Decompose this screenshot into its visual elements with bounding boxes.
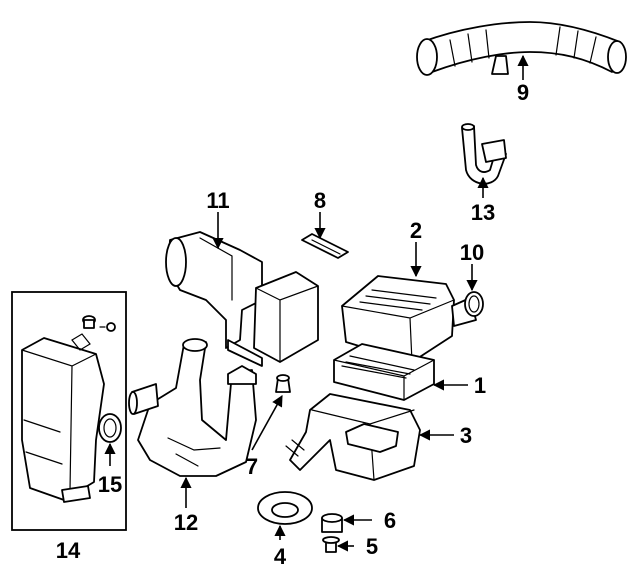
breather-hose: [461, 123, 507, 185]
intake-duct-lower: [128, 338, 257, 477]
callout-10: 10: [460, 240, 484, 265]
callout-labels: 9 13 8 11 2 10 1 3 7 12 4 6 5 15 14: [56, 80, 529, 569]
callout-3: 3: [460, 423, 472, 448]
rubber-seal: [257, 491, 313, 525]
grommet: [275, 374, 291, 393]
bolt: [322, 536, 340, 553]
callout-12: 12: [174, 510, 198, 535]
callout-13: 13: [471, 200, 495, 225]
label-tag: [301, 233, 349, 259]
resonator-screw: [99, 322, 116, 332]
callout-15: 15: [98, 472, 122, 497]
callout-5: 5: [366, 534, 378, 559]
callout-2: 2: [410, 218, 422, 243]
callout-14: 14: [56, 538, 81, 563]
clamp-ring: [464, 291, 484, 317]
callout-7: 7: [246, 454, 258, 479]
bushing: [321, 513, 343, 533]
callout-9: 9: [517, 80, 529, 105]
callout-1: 1: [474, 373, 486, 398]
leader-7: [251, 395, 283, 451]
callout-11: 11: [206, 188, 229, 213]
hose-clamp: [98, 413, 122, 443]
resonator-clip: [82, 315, 96, 329]
air-cleaner-housing-lower: [285, 393, 421, 481]
air-filter-element: [333, 343, 435, 401]
resonator-duct: [165, 231, 319, 367]
callout-4: 4: [274, 544, 287, 569]
leader-lines: [104, 54, 529, 552]
resonator-group-box: [11, 291, 127, 531]
callout-6: 6: [384, 508, 396, 533]
callout-8: 8: [314, 188, 326, 213]
resonator-chamber: [21, 333, 105, 503]
intake-duct-upper: [416, 21, 627, 76]
